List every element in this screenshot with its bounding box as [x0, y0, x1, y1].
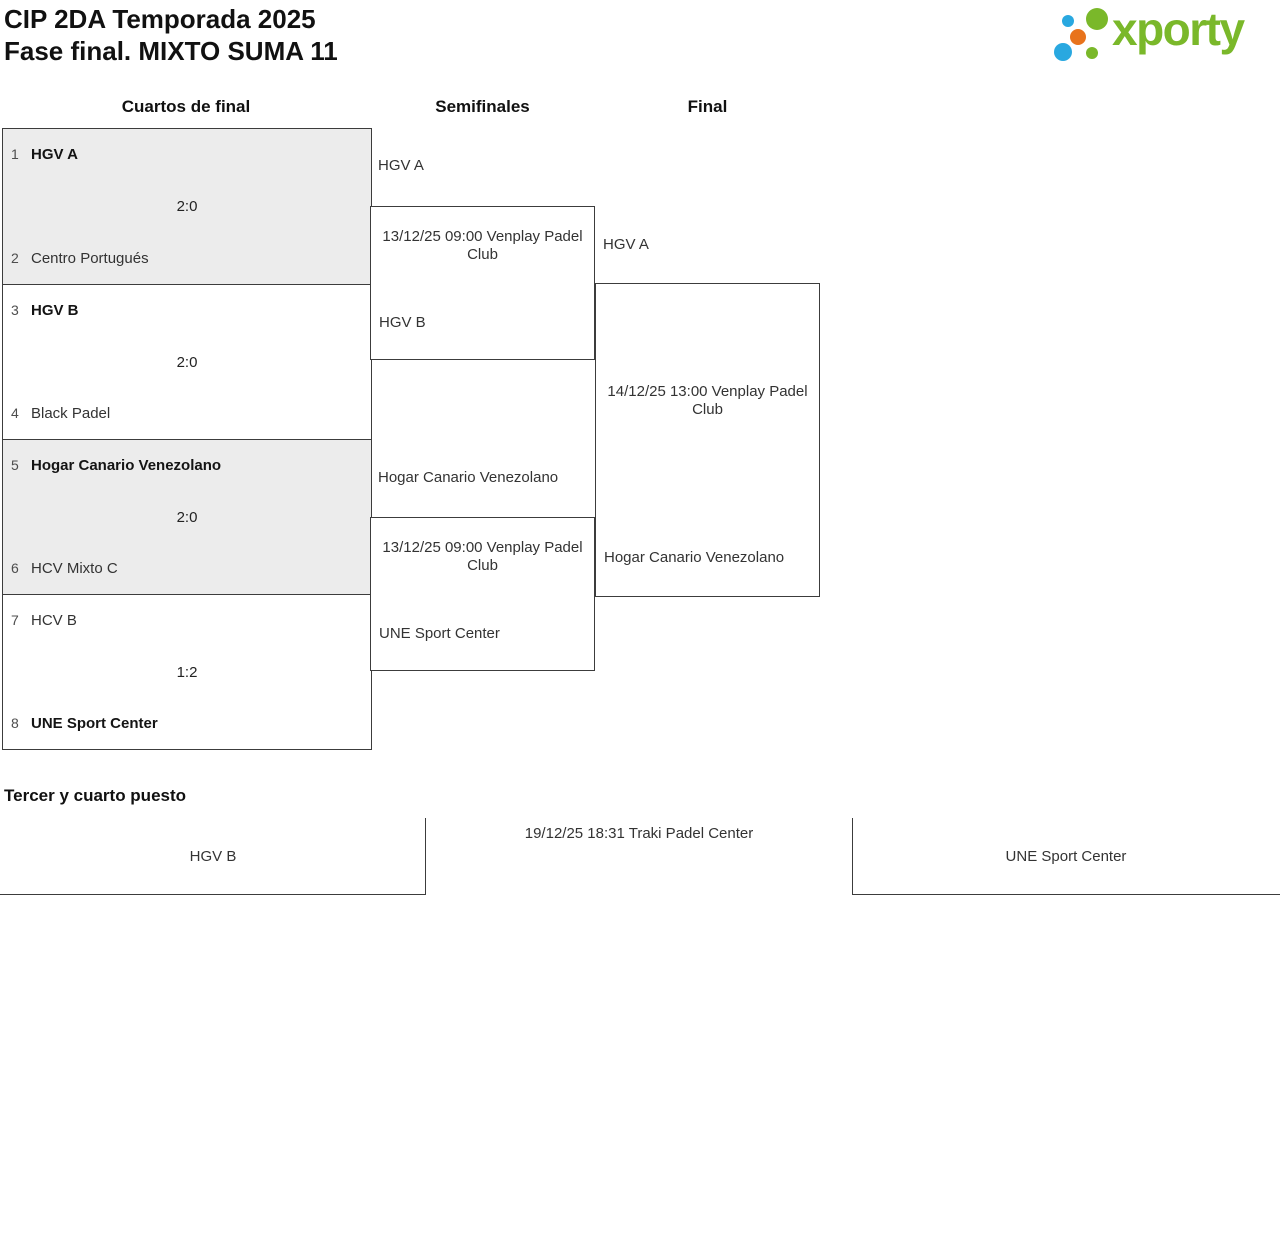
semifinal-1-entrant-bottom[interactable]: HGV B: [379, 314, 426, 331]
team-name[interactable]: UNE Sport Center: [31, 715, 158, 732]
quarterfinals-column: 1 HGV A 2:0 2 Centro Portugués 3 HGV B 2…: [2, 128, 372, 750]
xporty-logo[interactable]: xporty: [1050, 0, 1280, 70]
seed-number: 1: [11, 146, 19, 162]
semifinal-2-entrant-top[interactable]: Hogar Canario Venezolano: [378, 469, 559, 486]
match-final[interactable]: 14/12/25 13:00 Venplay Padel Club Hogar …: [595, 283, 820, 597]
team-name[interactable]: HCV B: [31, 612, 77, 629]
logo-dot-icon: [1062, 15, 1074, 27]
match-schedule: 13/12/25 09:00 Venplay Padel Club: [382, 539, 583, 574]
logo-dot-icon: [1054, 43, 1072, 61]
seed-number: 6: [11, 560, 19, 576]
third-place-team-left[interactable]: HGV B: [189, 848, 237, 865]
match-score: 1:2: [176, 663, 198, 681]
match-semifinal-2[interactable]: 13/12/25 09:00 Venplay Padel Club UNE Sp…: [370, 517, 595, 671]
third-place-left-bracket-line: [0, 818, 426, 895]
match-semifinal-1[interactable]: 13/12/25 09:00 Venplay Padel Club HGV B: [370, 206, 595, 360]
third-place-heading: Tercer y cuarto puesto: [4, 786, 187, 805]
round-header-quarterfinals: Cuartos de final: [121, 97, 251, 116]
match-score: 2:0: [176, 198, 198, 215]
match-quarterfinal-3[interactable]: 5 Hogar Canario Venezolano 2:0 6 HCV Mix…: [3, 439, 371, 594]
semifinal-2-entrant-bottom[interactable]: UNE Sport Center: [379, 625, 500, 642]
round-header-final: Final: [687, 97, 728, 116]
seed-number: 7: [11, 612, 19, 628]
match-quarterfinal-1[interactable]: 1 HGV A 2:0 2 Centro Portugués: [3, 129, 371, 284]
match-score: 2:0: [176, 508, 198, 526]
seed-number: 3: [11, 302, 19, 318]
seed-number: 2: [11, 250, 19, 266]
team-name[interactable]: HGV B: [31, 302, 79, 319]
match-quarterfinal-4[interactable]: 7 HCV B 1:2 8 UNE Sport Center: [3, 594, 371, 749]
logo-dot-icon: [1086, 47, 1098, 59]
seed-number: 8: [11, 715, 19, 731]
logo-dot-icon: [1086, 8, 1108, 30]
page-subtitle: Fase final. MIXTO SUMA 11: [4, 36, 338, 66]
final-entrant-bottom[interactable]: Hogar Canario Venezolano: [604, 549, 785, 566]
round-header-semifinals: Semifinales: [435, 97, 530, 116]
seed-number: 4: [11, 405, 19, 421]
third-place-right-bracket-line: [852, 818, 1280, 895]
logo-wordmark: xporty: [1112, 3, 1245, 55]
team-name[interactable]: Centro Portugués: [31, 250, 149, 267]
team-name[interactable]: HGV A: [31, 146, 78, 163]
match-schedule: 14/12/25 13:00 Venplay Padel Club: [607, 383, 808, 418]
team-name[interactable]: HCV Mixto C: [31, 560, 118, 577]
third-place-schedule: 19/12/25 18:31 Traki Padel Center: [524, 825, 754, 842]
match-score: 2:0: [176, 353, 198, 371]
page-title: CIP 2DA Temporada 2025: [4, 4, 316, 34]
team-name[interactable]: Hogar Canario Venezolano: [31, 457, 222, 474]
seed-number: 5: [11, 457, 19, 473]
semifinal-1-entrant-top[interactable]: HGV A: [378, 157, 424, 174]
match-schedule: 13/12/25 09:00 Venplay Padel Club: [382, 228, 583, 263]
logo-dot-icon: [1070, 29, 1086, 45]
third-place-team-right[interactable]: UNE Sport Center: [1005, 848, 1127, 865]
semifinal-1-winner[interactable]: HGV A: [603, 236, 649, 253]
match-quarterfinal-2[interactable]: 3 HGV B 2:0 4 Black Padel: [3, 284, 371, 439]
team-name[interactable]: Black Padel: [31, 405, 111, 422]
